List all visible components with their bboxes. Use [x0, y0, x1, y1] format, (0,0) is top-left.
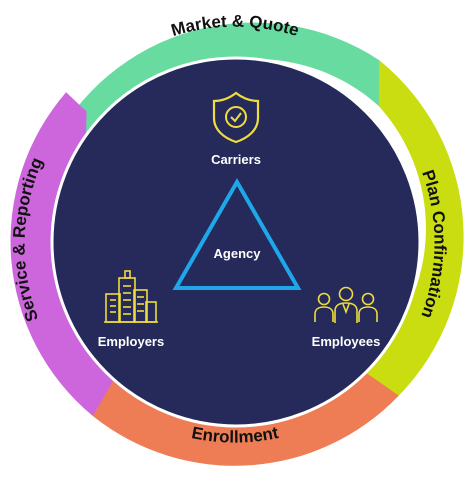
employers-label: Employers — [98, 334, 164, 349]
center-disk — [50, 56, 422, 428]
ring-label-enrollment: Enrollment — [190, 423, 280, 447]
ring-arrow-plan-confirmation — [360, 60, 464, 400]
shield-check-icon — [212, 91, 260, 144]
office-buildings-icon — [104, 270, 158, 323]
employees-label: Employees — [312, 334, 381, 349]
people-group-icon — [314, 286, 378, 323]
carriers-label: Carriers — [211, 152, 261, 167]
ring-arrow-enrollment — [89, 368, 399, 466]
svg-text:Enrollment: Enrollment — [190, 423, 280, 447]
agency-label: Agency — [214, 246, 262, 261]
ring-arrow-market-quote — [49, 22, 397, 181]
agency-triangle — [172, 177, 302, 290]
